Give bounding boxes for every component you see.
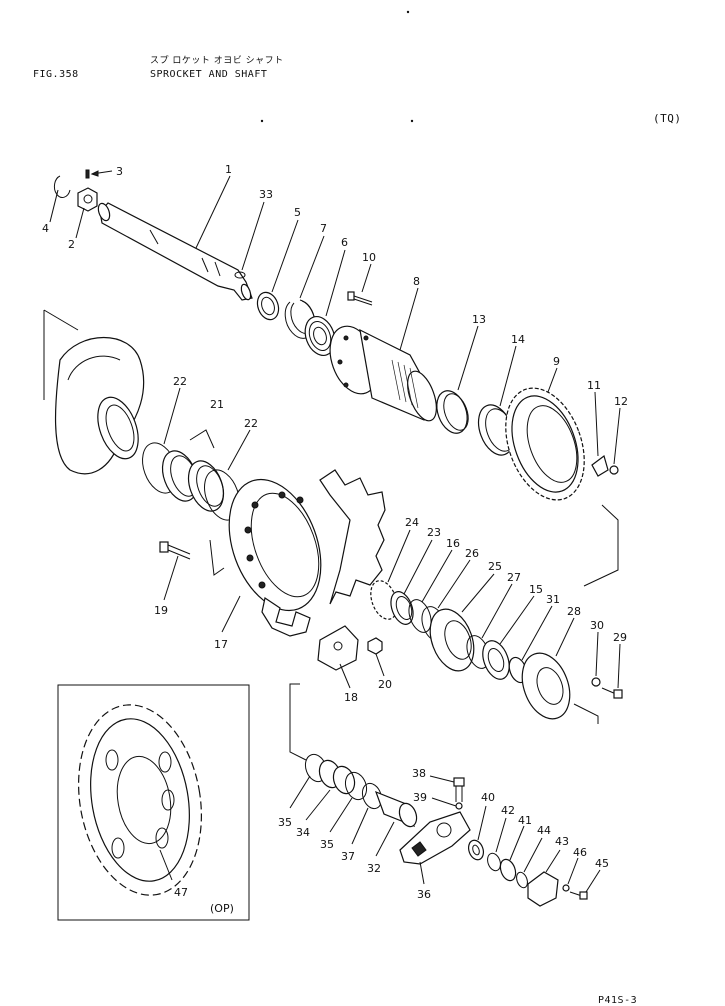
nut-part xyxy=(77,169,113,212)
callout-13: 13 xyxy=(472,313,486,326)
cover-25-part xyxy=(429,608,475,672)
callout-12: 12 xyxy=(614,395,628,408)
callout-42: 42 xyxy=(501,804,515,817)
callout-47: 47 xyxy=(174,886,188,899)
callout-35-upper: 35 xyxy=(278,816,292,829)
callout-4: 4 xyxy=(42,222,49,235)
ring-14-part xyxy=(477,404,515,456)
callout-23: 23 xyxy=(427,526,441,539)
callout-24: 24 xyxy=(405,516,419,529)
bearing-part xyxy=(304,316,336,356)
washer-46-part xyxy=(562,884,570,892)
ring-gear-part xyxy=(505,387,585,501)
option-label: (OP) xyxy=(210,902,234,915)
callout-19: 19 xyxy=(154,604,168,617)
figure-number: FIG.358 xyxy=(33,69,79,80)
retainer-28-part xyxy=(521,652,571,720)
hub-part xyxy=(329,325,437,422)
callout-35-lower: 35 xyxy=(320,838,334,851)
callout-22-left: 22 xyxy=(173,375,187,388)
callout-36: 36 xyxy=(417,888,431,901)
bearing-15-part xyxy=(482,640,510,680)
callout-43: 43 xyxy=(555,835,569,848)
callout-9: 9 xyxy=(553,355,560,368)
washer-30-part xyxy=(591,677,601,687)
callout-2: 2 xyxy=(68,238,75,251)
callout-30: 30 xyxy=(590,619,604,632)
callout-29: 29 xyxy=(613,631,627,644)
ring-42-part xyxy=(487,852,501,872)
bolt-38-part xyxy=(453,777,465,802)
washer-40-part xyxy=(467,839,485,861)
housing-cover-part xyxy=(54,337,145,475)
ring-41-part xyxy=(499,858,517,882)
callout-1: 1 xyxy=(225,163,232,176)
callout-11: 11 xyxy=(587,379,601,392)
drive-shaft-part xyxy=(97,202,253,301)
seal-35-lower-part xyxy=(344,771,368,801)
bolt-10-part xyxy=(347,291,373,306)
title-english: SPROCKET AND SHAFT xyxy=(150,69,268,80)
callout-5: 5 xyxy=(294,206,301,219)
bolt-19-part xyxy=(159,541,191,560)
callout-45: 45 xyxy=(595,857,609,870)
cover-43-part xyxy=(527,871,559,907)
callout-44: 44 xyxy=(537,824,551,837)
collar-part xyxy=(256,291,280,321)
sprocket-carrier-part xyxy=(228,478,322,612)
callout-25: 25 xyxy=(488,560,502,573)
sprocket-segment-part xyxy=(261,469,386,637)
collar-37-part xyxy=(361,782,383,810)
callout-37: 37 xyxy=(341,850,355,863)
callout-27: 27 xyxy=(507,571,521,584)
callout-31: 31 xyxy=(546,593,560,606)
washer-39-part xyxy=(455,802,463,810)
callout-18: 18 xyxy=(344,691,358,704)
variant-code: (TQ) xyxy=(653,112,682,125)
callout-46: 46 xyxy=(573,846,587,859)
callout-38: 38 xyxy=(412,767,426,780)
callout-26: 26 xyxy=(465,547,479,560)
callout-28: 28 xyxy=(567,605,581,618)
callout-17: 17 xyxy=(214,638,228,651)
nut-20-part xyxy=(367,637,383,655)
callout-layer: 1 2 3 4 33 5 7 6 10 8 xyxy=(42,163,628,901)
callout-14: 14 xyxy=(511,333,525,346)
callout-6: 6 xyxy=(341,236,348,249)
seal-34-part xyxy=(318,759,356,795)
oring-44-part xyxy=(516,871,528,889)
callout-8: 8 xyxy=(413,275,420,288)
callout-10: 10 xyxy=(362,251,376,264)
callout-41: 41 xyxy=(518,814,532,827)
callout-39: 39 xyxy=(413,791,427,804)
floating-seal-21-part xyxy=(161,450,225,512)
page-number: P41S-3 xyxy=(598,995,638,1006)
callout-34: 34 xyxy=(296,826,310,839)
bolt-45-part xyxy=(569,891,588,900)
callout-16: 16 xyxy=(446,537,460,550)
callout-3: 3 xyxy=(116,165,123,178)
ring-23-part xyxy=(390,591,414,625)
bolt-29-part xyxy=(601,687,623,699)
callout-40: 40 xyxy=(481,791,495,804)
bracket-18-part xyxy=(317,625,359,671)
callout-20: 20 xyxy=(378,678,392,691)
callout-21: 21 xyxy=(210,398,224,411)
ring-13-part xyxy=(436,390,469,434)
bracket-36-part xyxy=(399,811,471,865)
callout-7: 7 xyxy=(320,222,327,235)
callout-32: 32 xyxy=(367,862,381,875)
callout-15: 15 xyxy=(529,583,543,596)
title-japanese: スプ ロケット オヨビ シャフト xyxy=(150,56,284,66)
callout-22-right: 22 xyxy=(244,417,258,430)
option-inset-box xyxy=(57,684,250,921)
callout-33: 33 xyxy=(259,188,273,201)
shaft-32-part xyxy=(374,790,418,828)
